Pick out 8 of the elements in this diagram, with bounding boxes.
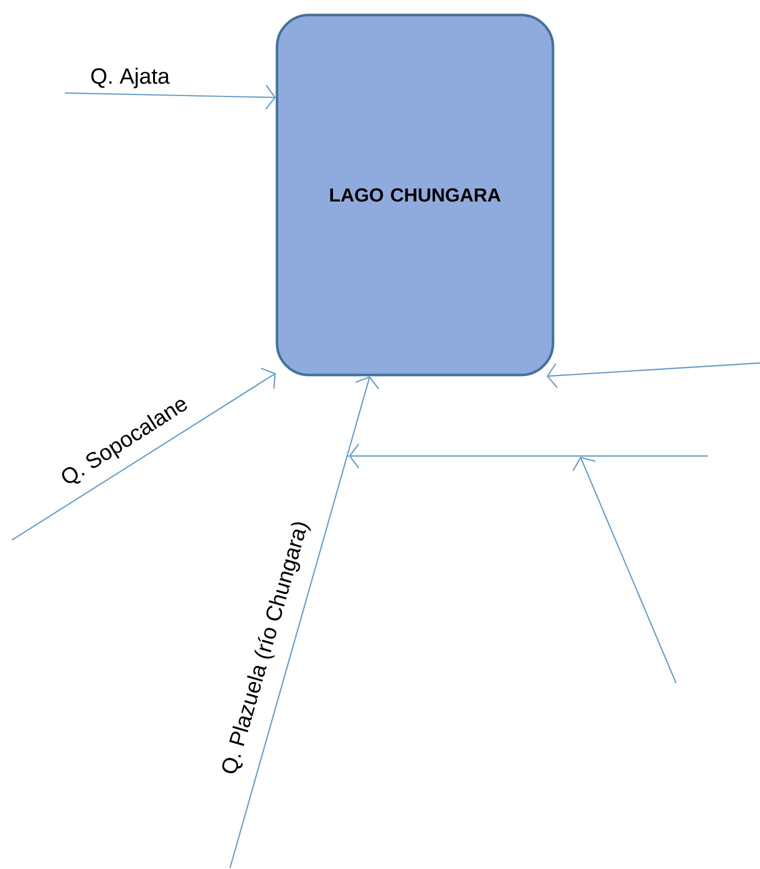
arrow: [12, 368, 276, 540]
arrow: [348, 444, 708, 468]
arrow: [572, 456, 677, 684]
edge-label: Q. Ajata: [91, 68, 170, 88]
lake-box: LAGO CHUNGARA: [276, 14, 554, 376]
arrow: [64, 84, 276, 110]
arrow: [546, 362, 760, 388]
arrow: [229, 376, 380, 868]
